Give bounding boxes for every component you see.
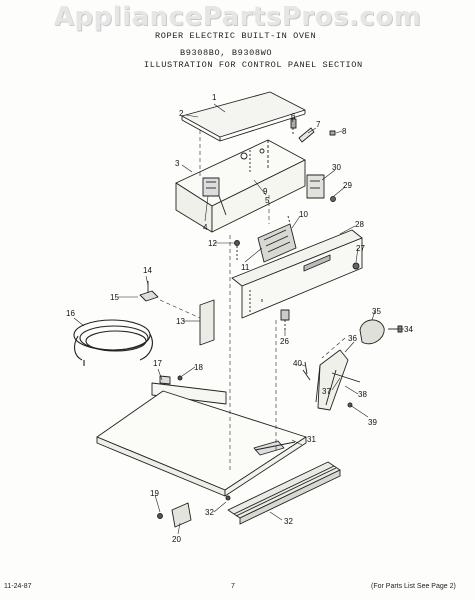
callout-label: 27: [356, 244, 365, 253]
oven-vent-bracket-part: [302, 349, 361, 411]
callout-label: 7: [316, 120, 321, 129]
control-housing-part: [175, 139, 306, 233]
control-panel-part: [231, 229, 363, 319]
callout-label: 15: [110, 293, 119, 302]
callout-label: 31: [307, 435, 316, 444]
callout-label: 38: [358, 390, 367, 399]
callout-label: 32: [284, 517, 293, 526]
terminal-block-part: [306, 174, 336, 202]
callout-label: 3: [175, 159, 180, 168]
callout-label: 37: [322, 387, 331, 396]
rear-channel-part: [151, 375, 227, 405]
bottom-panel-part: [96, 390, 307, 497]
callout-label: 4: [203, 223, 208, 232]
lower-trim-strip-part: [227, 461, 341, 525]
callout-label: 35: [372, 307, 381, 316]
footer-parts-list-note: (For Parts List See Page 2): [371, 583, 456, 590]
callout-label: 30: [332, 163, 341, 172]
callout-label: 11: [241, 263, 250, 272]
callout-label: 26: [280, 337, 289, 346]
callout-label: 8: [342, 127, 347, 136]
top-cover-part: [181, 91, 306, 142]
callout-label: 9: [263, 187, 268, 196]
callout-label: 6: [291, 112, 296, 121]
upper-hardware-parts: [290, 118, 336, 143]
callout-label: 2: [179, 109, 184, 118]
callout-label: 34: [404, 325, 413, 334]
callout-label: 5: [265, 196, 270, 205]
callout-label: 36: [348, 334, 357, 343]
callout-label: 20: [172, 535, 181, 544]
clip-part: [139, 281, 159, 302]
callout-label: 29: [343, 181, 352, 190]
infinite-switch-part: [257, 215, 297, 263]
diagram-subtitle: ILLUSTRATION FOR CONTROL PANEL SECTION: [144, 60, 363, 70]
callout-label: 12: [208, 239, 217, 248]
thermostat-part: [359, 319, 403, 345]
pin-part: [304, 361, 308, 375]
callout-label: 10: [299, 210, 308, 219]
callout-label: 39: [368, 418, 377, 427]
callout-label: 28: [355, 220, 364, 229]
callout-label: 18: [194, 363, 203, 372]
bottom-bracket-part: [157, 495, 231, 528]
bracket-clip-part: [280, 309, 290, 330]
watermark: AppliancePartsPros.com: [53, 2, 422, 32]
panel-trim-part: [199, 240, 240, 346]
callout-label: 19: [150, 489, 159, 498]
footer-date: 11-24-87: [4, 583, 32, 590]
callout-label: 16: [66, 309, 75, 318]
callout-label: 17: [153, 359, 162, 368]
callout-label: 14: [143, 266, 152, 275]
switch-part: [202, 177, 227, 216]
wire-harness-part: [73, 319, 153, 366]
leader-lines: [73, 103, 404, 535]
diagram-title: ROPER ELECTRIC BUILT-IN OVEN: [155, 31, 317, 41]
callout-label: 1: [212, 93, 217, 102]
callout-label: 32: [205, 508, 214, 517]
assembly-lines: [159, 130, 346, 470]
callout-label: 40: [293, 359, 302, 368]
callout-label: 13: [176, 317, 185, 326]
callout-labels: 1 2 3 4 5 6 7 8 9 10 11 12 13 14 15 16 1…: [66, 93, 413, 544]
model-numbers: B9308BO, B9308WO: [180, 48, 273, 58]
footer-page-number: 7: [231, 583, 235, 590]
